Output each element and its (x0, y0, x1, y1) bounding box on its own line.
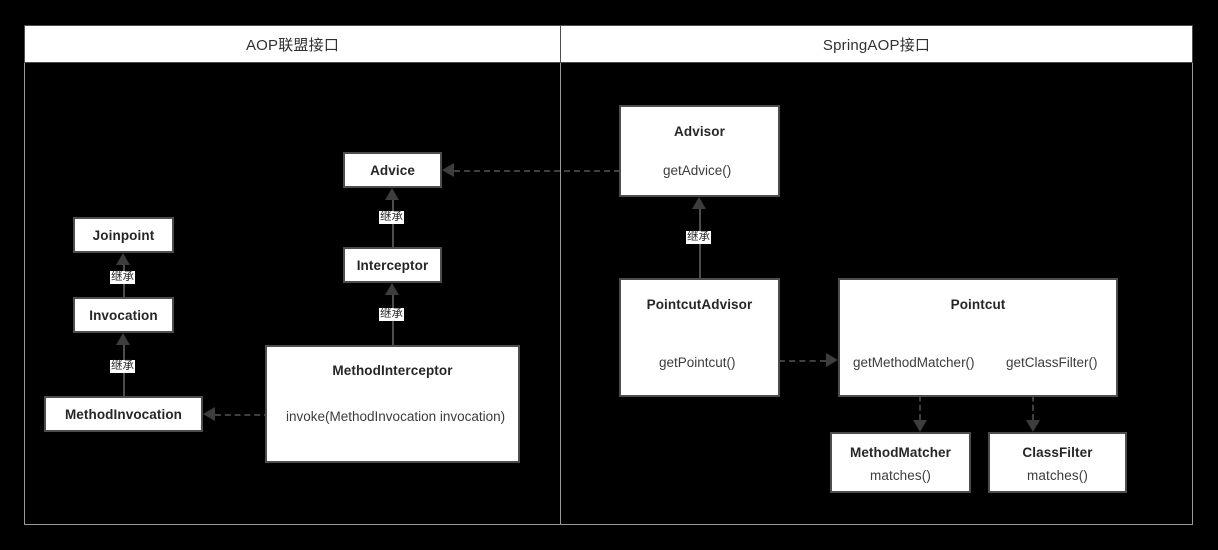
node-joinpoint[interactable]: Joinpoint (73, 217, 174, 253)
node-class-filter-member-matches: matches() (1027, 468, 1088, 483)
edge-pointcutadvisor-advisor-label: 继承 (686, 231, 711, 244)
edge-methodinterceptor-methodinvocation-arrow (203, 407, 215, 421)
node-pointcut-advisor-title: PointcutAdvisor (646, 297, 753, 312)
edge-methodinterceptor-methodinvocation-line (215, 414, 270, 416)
node-interceptor-title: Interceptor (356, 257, 429, 273)
edge-interceptor-advice-label: 继承 (379, 211, 404, 224)
panel-spring-aop-title: SpringAOP接口 (560, 25, 1193, 63)
node-pointcut-member-getmethodmatcher: getMethodMatcher() (853, 355, 975, 370)
node-method-matcher-title: MethodMatcher (849, 445, 952, 460)
edge-pointcutadvisor-pointcut-arrow (826, 353, 838, 367)
node-interceptor[interactable]: Interceptor (343, 247, 442, 283)
node-advice[interactable]: Advice (343, 152, 442, 188)
node-invocation-title: Invocation (89, 307, 158, 323)
node-class-filter[interactable]: ClassFilter matches() (988, 432, 1127, 493)
node-method-matcher-member-matches: matches() (870, 468, 931, 483)
node-method-invocation-title: MethodInvocation (64, 406, 183, 422)
edge-invocation-joinpoint-label: 继承 (110, 271, 135, 284)
node-method-matcher[interactable]: MethodMatcher matches() (830, 432, 971, 493)
node-advisor[interactable]: Advisor getAdvice() (619, 105, 780, 197)
node-advisor-title: Advisor (674, 124, 725, 139)
edge-pointcutadvisor-advisor-arrow (692, 197, 706, 209)
edge-methodinterceptor-interceptor-arrow (385, 283, 399, 295)
node-pointcut-advisor-member-getpointcut: getPointcut() (659, 355, 736, 370)
edge-advisor-advice-arrow (442, 163, 454, 177)
edge-methodinvocation-invocation-label: 继承 (110, 360, 135, 373)
node-class-filter-title: ClassFilter (1022, 445, 1093, 460)
edge-pointcut-methodmatcher-line (919, 377, 921, 420)
edge-pointcutadvisor-pointcut-line (748, 360, 826, 362)
node-joinpoint-title: Joinpoint (92, 227, 155, 243)
node-method-interceptor-member-invoke: invoke(MethodInvocation invocation) (286, 409, 506, 424)
node-pointcut-advisor[interactable]: PointcutAdvisor getPointcut() (619, 278, 780, 397)
edge-methodinvocation-invocation-arrow (116, 333, 130, 345)
node-method-interceptor[interactable]: MethodInterceptor invoke(MethodInvocatio… (265, 345, 520, 463)
node-advice-title: Advice (370, 162, 415, 178)
node-method-invocation[interactable]: MethodInvocation (44, 396, 203, 432)
node-invocation[interactable]: Invocation (73, 297, 174, 333)
node-pointcut[interactable]: Pointcut getMethodMatcher() getClassFilt… (838, 278, 1118, 397)
panel-aop-alliance-title: AOP联盟接口 (24, 25, 561, 63)
node-method-interceptor-title: MethodInterceptor (332, 363, 453, 378)
edge-methodinterceptor-interceptor-label: 继承 (379, 308, 404, 321)
node-advisor-member-getadvice: getAdvice() (663, 163, 732, 178)
edge-pointcut-classfilter-line (1032, 377, 1034, 420)
edge-advisor-advice-line (454, 170, 640, 172)
edge-pointcut-classfilter-arrow (1026, 420, 1040, 432)
node-pointcut-member-getclassfilter: getClassFilter() (1006, 355, 1098, 370)
node-pointcut-title: Pointcut (950, 297, 1006, 312)
edge-interceptor-advice-arrow (385, 188, 399, 200)
edge-invocation-joinpoint-arrow (116, 253, 130, 265)
edge-pointcut-methodmatcher-arrow (913, 420, 927, 432)
